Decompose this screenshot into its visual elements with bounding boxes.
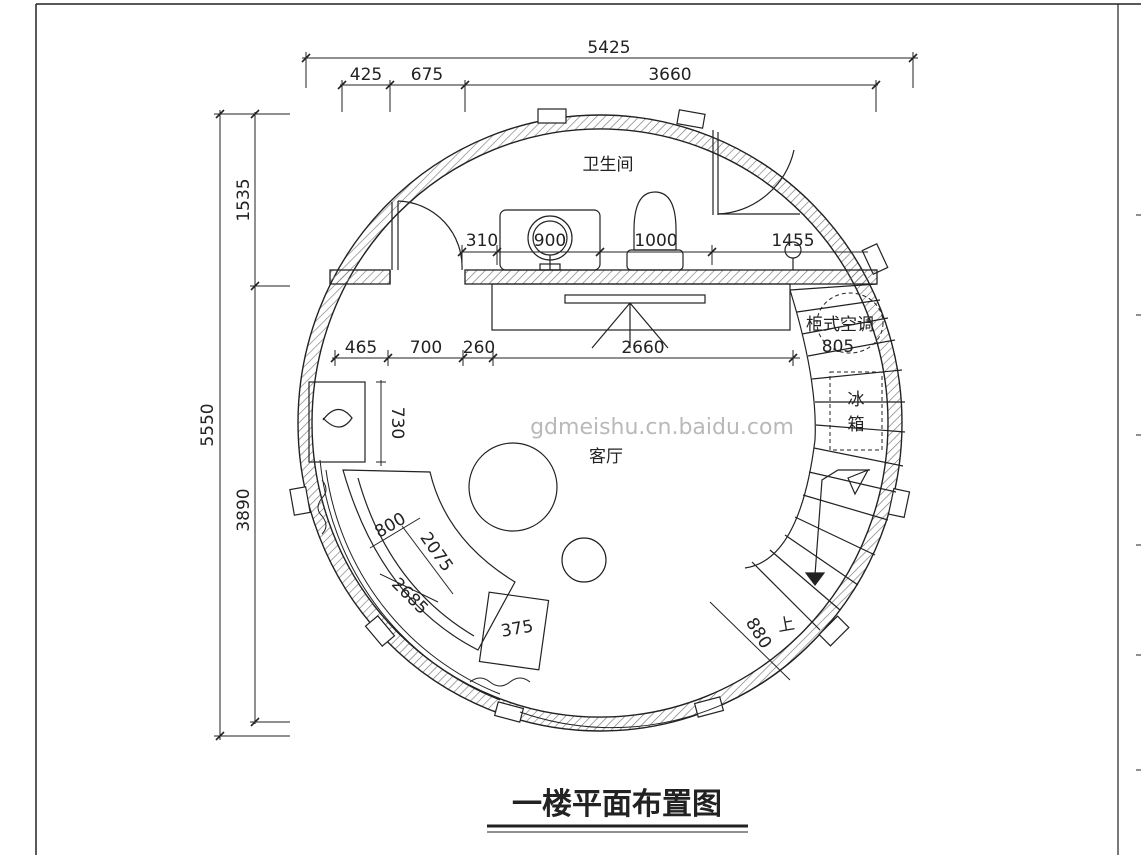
stair-arrow-icon [814,469,870,576]
appliances [816,292,884,451]
living-room-furniture [308,381,607,687]
dim-living-4: 2660 [621,338,664,358]
stair-up-label: 上 [776,614,796,637]
sofa [342,469,516,651]
sheet-border [35,3,1141,855]
dim-side-table: 375 [499,616,534,641]
coffee-table-small [561,537,607,583]
coffee-table-large [468,442,558,532]
dim-left-upper: 1535 [234,178,254,221]
plant-icon [317,479,327,535]
dimension-lines [214,52,918,740]
bathroom-doors [391,130,800,271]
cabinet [308,381,366,463]
exterior-wall [289,108,911,732]
dim-living-3: 260 [463,338,495,358]
dim-bath-3: 1000 [634,231,677,251]
fridge-icon [829,371,883,451]
dimension-ticks [215,53,918,741]
dim-cabinet: 730 [387,407,407,439]
dim-ac: 805 [822,337,854,357]
interior-partition [329,269,878,285]
staircase [744,283,906,631]
ac-label: 柜式空调 [806,315,874,335]
dim-stair-width: 880 [741,614,775,652]
side-table [478,591,550,671]
drawing-title: 一楼平面布置图 [512,787,722,822]
dim-bath-4: 1455 [771,231,814,251]
dim-living-1: 465 [345,338,377,358]
watermark: gdmeishu.cn.baidu.com [530,415,794,440]
dim-living-2: 700 [410,338,442,358]
dim-bath-1: 310 [466,231,498,251]
dim-left-overall: 5550 [198,403,218,446]
dim-sofa-depth: 800 [371,509,409,543]
dim-top-2: 675 [411,65,443,85]
fridge-label-2: 箱 [848,415,865,435]
dim-bath-2: 900 [534,231,566,251]
ac-unit-icon [816,292,884,354]
tv-cabinet [491,283,791,349]
room-label-bathroom: 卫生间 [583,155,634,175]
dim-top-3: 3660 [648,65,691,85]
room-label-living: 客厅 [589,447,623,467]
dim-left-lower: 3890 [234,488,254,531]
toilet-icon [633,191,677,251]
dim-top-overall: 5425 [587,38,630,58]
fridge-label-1: 冰 [848,390,865,410]
bathroom-fixtures [499,191,802,271]
dim-top-1: 425 [350,65,382,85]
